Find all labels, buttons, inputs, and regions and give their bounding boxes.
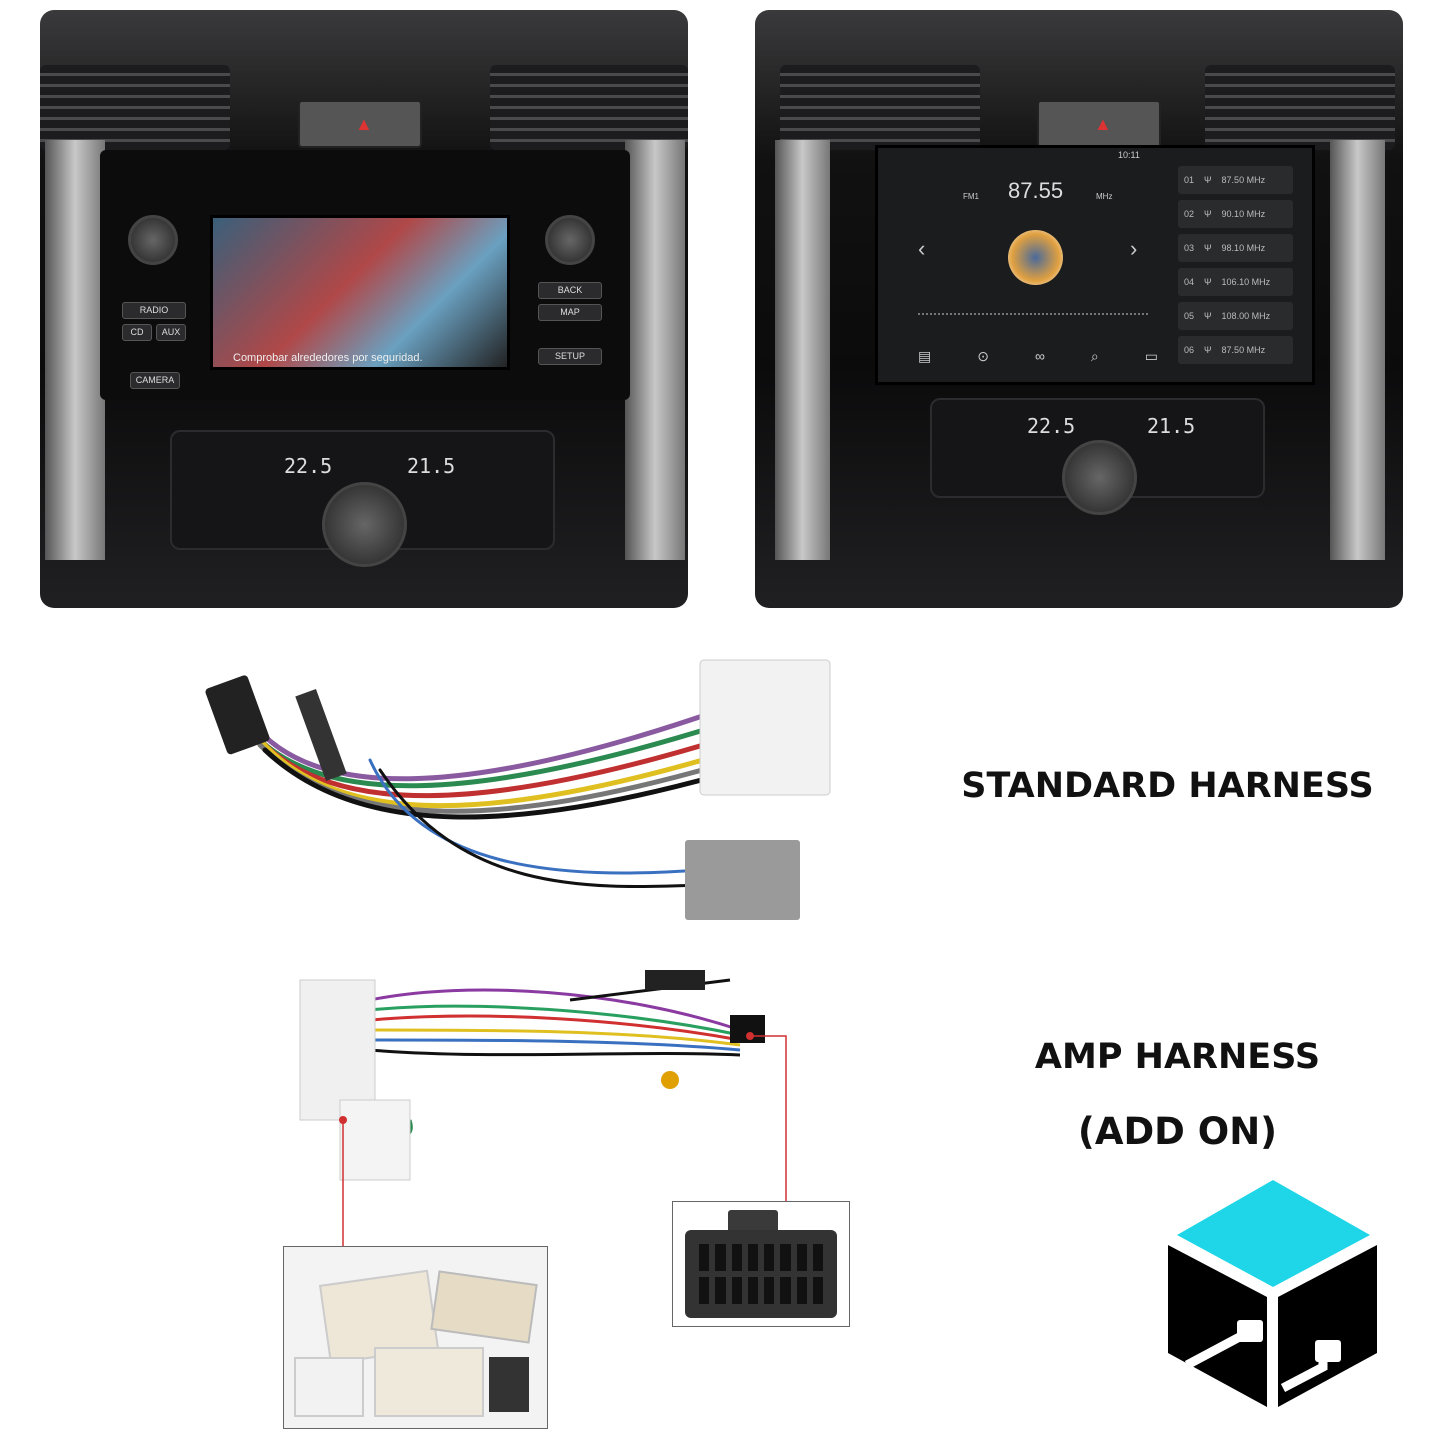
hazard-icon: ▲	[355, 114, 373, 134]
temp-left: 22.5	[284, 454, 333, 478]
frequency-readout: 87.55	[1008, 178, 1064, 203]
add-on-label: (ADD ON)	[1077, 1110, 1278, 1153]
unit-label: MHz	[1096, 192, 1113, 201]
prev-station-icon: ‹	[918, 236, 926, 261]
connector-block	[294, 1357, 364, 1417]
status-time: 10:11	[1118, 150, 1140, 160]
power-connector	[205, 675, 270, 755]
silver-trim	[775, 140, 830, 560]
oem-connector	[299, 979, 376, 1121]
next-station-icon: ›	[1130, 236, 1138, 261]
amp-harness-label: AMP HARNESS	[1034, 1037, 1321, 1077]
antenna-icon: Ψ	[1204, 209, 1212, 219]
back-button: BACK	[538, 282, 602, 299]
antenna-icon: Ψ	[1204, 345, 1212, 355]
standard-harness-label: STANDARD HARNESS	[961, 766, 1374, 806]
fan-knob	[1062, 440, 1137, 515]
antenna-icon: Ψ	[1204, 277, 1212, 287]
connector-block	[430, 1270, 538, 1344]
antenna-icon: Ψ	[1204, 243, 1212, 253]
rca-plug	[661, 1071, 679, 1089]
amp-connector	[730, 1015, 765, 1043]
cd-button: CD	[122, 324, 152, 341]
fan-knob	[322, 482, 407, 567]
temp-right: 21.5	[1147, 414, 1196, 438]
tuning-scale	[918, 313, 1148, 319]
camera-button: CAMERA	[130, 372, 180, 389]
oem-connectors-closeup	[283, 1246, 548, 1429]
radio-toolbar: ▤ ⊙ ∞ ⌕ ▭	[918, 348, 1158, 365]
setup-button: SETUP	[538, 348, 602, 365]
silver-trim	[45, 140, 105, 560]
standard-harness-image	[205, 659, 831, 920]
air-vent	[490, 65, 688, 150]
tune-knob	[545, 215, 595, 265]
antenna-plug	[295, 688, 347, 782]
aux-button: AUX	[156, 324, 186, 341]
air-vent	[40, 65, 230, 150]
antenna-icon: ⊙	[977, 348, 989, 364]
air-vent	[780, 65, 980, 150]
antenna-icon: Ψ	[1204, 175, 1212, 185]
antenna-icon: Ψ	[1204, 311, 1212, 321]
temp-left: 22.5	[1027, 414, 1076, 438]
climate-panel: 22.5 21.5	[930, 398, 1265, 515]
radio-button: RADIO	[122, 302, 186, 319]
hazard-button: ▲	[1037, 100, 1161, 148]
amp-connector-closeup	[672, 1201, 850, 1327]
brand-logo-icon	[1168, 1180, 1377, 1407]
oem-secondary-connector	[685, 840, 800, 920]
screen-caption: Comprobar alrededores por seguridad.	[233, 352, 423, 364]
climate-panel: 22.5 21.5	[170, 430, 555, 567]
oem-connector	[339, 1099, 411, 1181]
connector-block	[685, 1230, 837, 1318]
save-icon: ▭	[1144, 348, 1158, 364]
station-art	[1008, 230, 1063, 285]
hazard-icon: ▲	[1094, 114, 1112, 134]
amp-harness-image	[299, 970, 765, 1181]
hazard-button: ▲	[298, 100, 422, 148]
stock-head-unit-photo: ▲ RADIO CD AUX CAMERA BACK MAP SETUP Com…	[40, 10, 688, 608]
silver-trim	[1330, 140, 1385, 560]
backup-camera-screen: Comprobar alrededores por seguridad.	[210, 215, 510, 370]
search-icon: ⌕	[1090, 348, 1099, 364]
oem-connector	[699, 659, 831, 796]
volume-knob	[128, 215, 178, 265]
connector-block	[489, 1357, 529, 1412]
silver-trim	[625, 140, 685, 560]
radio-icon: ▤	[918, 348, 932, 364]
connector-block	[374, 1347, 484, 1417]
band-label: FM1	[963, 192, 979, 201]
map-button: MAP	[538, 304, 602, 321]
stereo-icon: ∞	[1034, 348, 1045, 364]
air-vent	[1205, 65, 1395, 150]
temp-right: 21.5	[407, 454, 456, 478]
antenna-plug	[645, 970, 705, 990]
